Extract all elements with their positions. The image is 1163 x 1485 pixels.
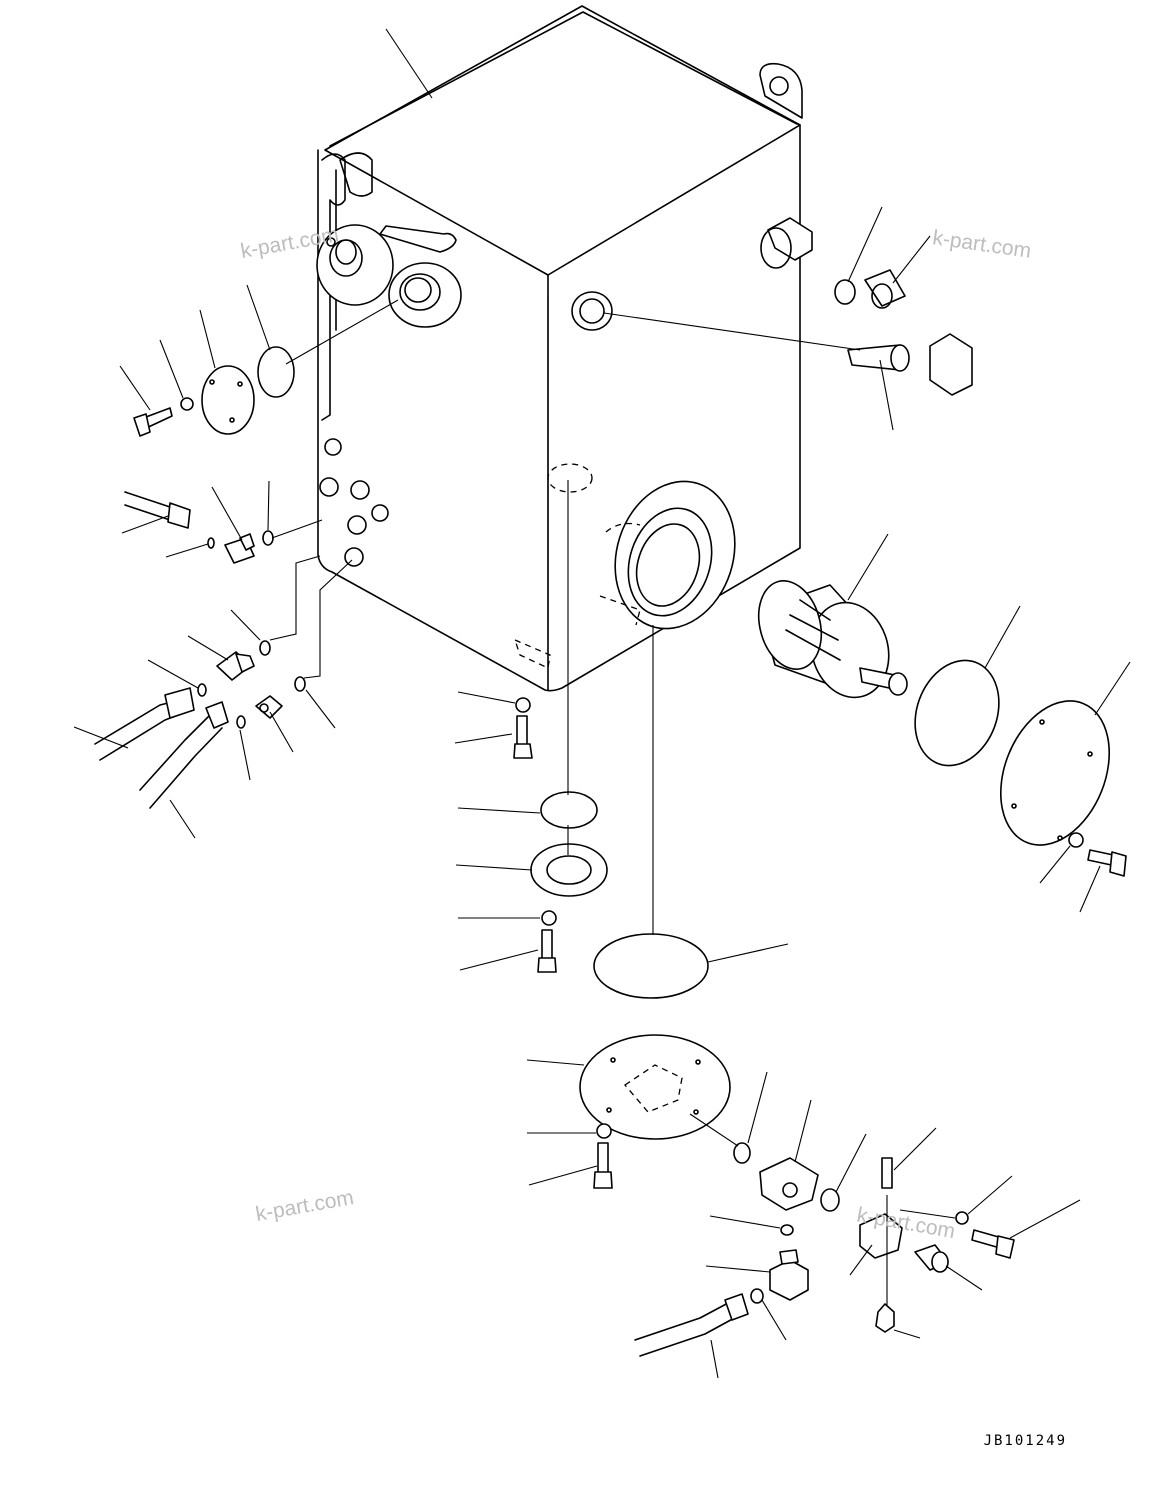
hose-lower-b (139, 701, 229, 809)
plug-fitting (255, 695, 283, 719)
hex-screw (875, 1303, 895, 1333)
bolt-bottom (593, 1142, 613, 1189)
adapter-right-top (864, 269, 906, 309)
gasket-large (593, 933, 709, 999)
gasket-center (540, 791, 598, 829)
bolt-center-1 (513, 715, 533, 759)
cover-plate-left (201, 365, 255, 435)
washer-center-2 (541, 910, 557, 926)
strainer (847, 344, 910, 372)
drawing-code: JB101249 (983, 1433, 1067, 1449)
elbow-fitting-lower (769, 1249, 809, 1301)
bracket-block (759, 1157, 819, 1211)
flange-center (530, 843, 608, 897)
hydraulic-tank (316, 5, 813, 692)
bottom-cover (579, 1034, 731, 1140)
washer-right (1068, 832, 1084, 848)
bolt-right (1087, 849, 1127, 877)
filter-element (757, 580, 908, 699)
washer-left (180, 397, 194, 411)
side-port-group (319, 438, 389, 567)
hose-upper (124, 491, 191, 529)
o-ring-right-top (834, 279, 856, 305)
cover-plate-right (999, 700, 1111, 846)
hose-lower-a (94, 687, 195, 761)
gasket-left (257, 346, 295, 398)
cap-nut (929, 333, 973, 396)
gasket-filter (914, 659, 1000, 767)
bolt-side (971, 1229, 1015, 1259)
washer-center-1 (515, 697, 531, 713)
leader-lines (73, 28, 1131, 1379)
pin (881, 1157, 893, 1189)
plug-side (914, 1244, 949, 1273)
washer-bottom (596, 1123, 612, 1139)
elbow-fitting-upper (224, 533, 255, 564)
bolt-center-2 (537, 929, 557, 973)
bolt-left (133, 407, 173, 437)
hose-bottom (634, 1293, 749, 1357)
straight-fitting (216, 651, 255, 681)
